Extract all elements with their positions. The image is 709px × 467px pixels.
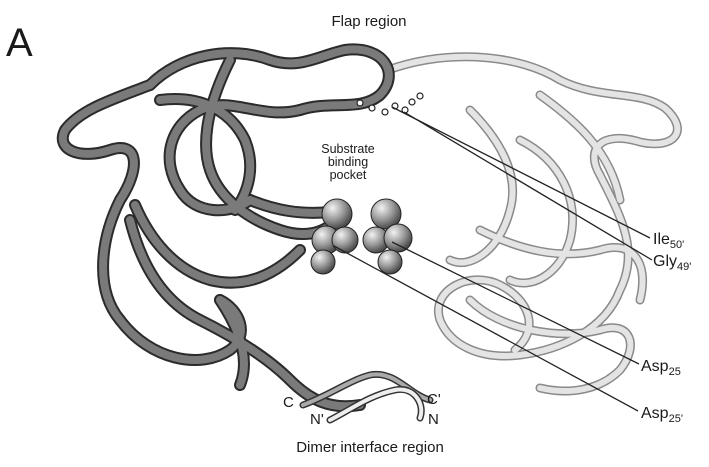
residue-label-asp25: Asp25 — [641, 358, 681, 378]
catalytic-spheres — [311, 199, 412, 274]
svg-text:Substrate: Substrate — [321, 142, 375, 156]
monomer-b-ribbon — [388, 57, 677, 391]
svg-text:binding: binding — [328, 155, 368, 169]
dimer-interface-label: Dimer interface region — [296, 439, 444, 456]
panel-label: A — [6, 21, 33, 65]
terminus-c: C — [283, 394, 294, 411]
terminus-n-prime: N' — [310, 411, 324, 428]
terminus-n: N — [428, 411, 439, 428]
svg-text:pocket: pocket — [330, 168, 367, 182]
residue-label-asp25-prime: Asp25' — [641, 405, 683, 425]
terminus-c-prime: C' — [427, 391, 441, 408]
substrate-pocket-label: Substrate binding pocket — [321, 142, 375, 182]
residue-label-gly49: Gly49' — [653, 253, 691, 273]
residue-label-ile50: Ile50' — [653, 231, 684, 251]
flap-region-label: Flap region — [331, 13, 406, 30]
